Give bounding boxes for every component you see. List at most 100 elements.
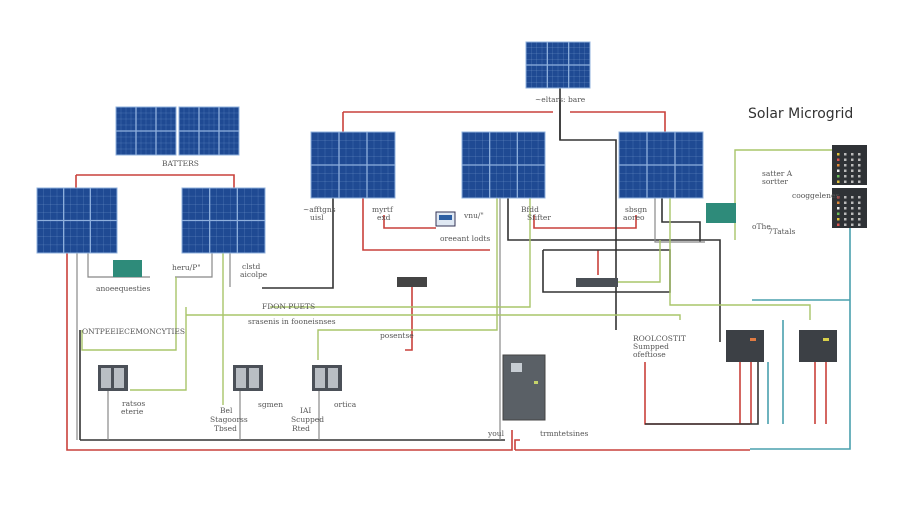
cabinet-door: [328, 368, 338, 388]
label: satter A: [762, 169, 793, 178]
breaker-led: [837, 164, 840, 167]
breaker-led: [844, 223, 847, 226]
label: Bel: [220, 406, 233, 415]
breaker-led: [837, 196, 840, 199]
breaker-led: [851, 218, 854, 221]
wire-gray: [175, 253, 213, 278]
solar-panel: [525, 41, 591, 89]
wire-red: [644, 362, 750, 425]
breaker-led: [844, 169, 847, 172]
breaker-led: [858, 223, 861, 226]
label: vnu/": [463, 211, 484, 220]
label: Sumpped: [633, 342, 669, 351]
label: Tbsed: [214, 424, 237, 433]
breaker-led: [844, 153, 847, 156]
monitor-screen: [439, 215, 452, 220]
wire-green: [669, 198, 811, 320]
wire-green: [81, 277, 177, 351]
breaker-led: [851, 180, 854, 183]
breaker-led: [858, 201, 861, 204]
wire-black: [507, 198, 721, 342]
wire-red: [405, 280, 413, 351]
wire-green: [186, 314, 681, 320]
label: ONTPEEIECEMONCYTIES: [82, 327, 185, 336]
wire-red: [570, 111, 666, 132]
breaker-led: [844, 180, 847, 183]
label: myrtf: [372, 205, 394, 214]
disconnect-cabinets: [98, 365, 342, 391]
breaker-led: [858, 196, 861, 199]
label-batters: BATTERS: [162, 159, 199, 168]
label: Sfifter: [527, 213, 551, 222]
label: clstd: [242, 262, 260, 271]
solar-panel: [310, 131, 396, 199]
label: ~afftgns: [303, 205, 336, 214]
breaker-led: [844, 158, 847, 161]
cabinet-door: [114, 368, 124, 388]
disconnect-cabinet: [233, 365, 263, 391]
wire-black: [661, 198, 701, 242]
breaker-led: [844, 207, 847, 210]
disconnect-cabinet: [312, 365, 342, 391]
cabinet-door: [249, 368, 259, 388]
label: heru/P": [172, 263, 201, 272]
breaker-led: [837, 180, 840, 183]
breaker-led: [851, 169, 854, 172]
battery-indicator: [750, 338, 756, 341]
solar-panel: [181, 187, 266, 254]
breaker-led: [858, 218, 861, 221]
label: Bfdd: [521, 205, 539, 214]
disconnect-cabinet: [98, 365, 128, 391]
combiner-box-mid: [576, 278, 618, 287]
battery-unit: [726, 330, 764, 362]
wire-black: [645, 355, 759, 425]
wire-red: [362, 198, 490, 251]
battery-indicator: [823, 338, 829, 341]
breaker-led: [851, 207, 854, 210]
label: posentse: [380, 331, 414, 340]
label-top-panel: ~eltars: bare: [535, 95, 586, 104]
breaker-led: [837, 158, 840, 161]
label: ROOLCOSTIT: [633, 334, 686, 343]
label: srasenis in fooneisnses: [248, 317, 336, 326]
breaker-led: [851, 153, 854, 156]
breaker-led: [858, 153, 861, 156]
breaker-led: [858, 169, 861, 172]
label: ofeftiose: [633, 350, 666, 359]
breaker-led: [837, 218, 840, 221]
breaker-led: [858, 207, 861, 210]
breaker-led: [851, 212, 854, 215]
wire-black: [262, 198, 334, 289]
inverter-indicator: [534, 381, 538, 384]
breaker-led: [851, 201, 854, 204]
breaker-led: [851, 158, 854, 161]
label: ratsos: [122, 399, 145, 408]
breaker-led: [844, 196, 847, 199]
label: cooggelenes: [792, 191, 839, 200]
labels: Solar Microgrid BATTERS ~eltars: bare ~a…: [82, 95, 853, 438]
label: uisl: [310, 213, 324, 222]
wire-red: [383, 215, 436, 229]
cabinet-door: [236, 368, 246, 388]
breaker-led: [858, 158, 861, 161]
wire-green: [270, 198, 531, 308]
label: sortter: [762, 177, 788, 186]
solar-panel: [36, 187, 118, 254]
breaker-leds: [837, 153, 861, 226]
breaker-led: [844, 175, 847, 178]
wire-green: [317, 198, 498, 360]
wire-gray: [654, 198, 705, 243]
wire-red: [66, 253, 513, 451]
wire-red: [514, 439, 520, 450]
label: anoeequesties: [96, 284, 150, 293]
breaker-led: [858, 164, 861, 167]
label: exd: [377, 213, 391, 222]
label: youl: [487, 429, 505, 438]
breaker-led: [858, 180, 861, 183]
solar-panel: [618, 131, 704, 199]
inverter-display: [511, 363, 522, 372]
label: Rted: [292, 424, 310, 433]
breaker-led: [837, 201, 840, 204]
charge-controller-left: [113, 260, 142, 277]
breaker-led: [851, 164, 854, 167]
